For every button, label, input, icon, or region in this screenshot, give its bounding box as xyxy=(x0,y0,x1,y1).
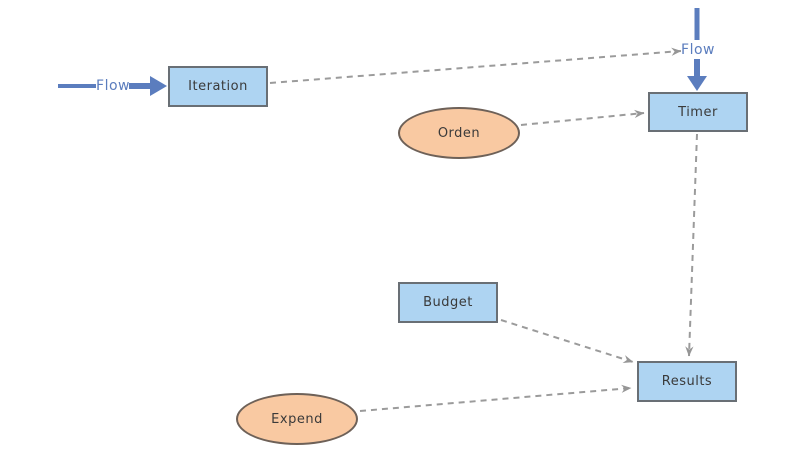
connector-timer-to-results[interactable] xyxy=(685,133,698,357)
node-budget[interactable]: Budget xyxy=(398,282,498,323)
node-timer-label: Timer xyxy=(678,104,718,120)
node-iteration[interactable]: Iteration xyxy=(168,66,268,107)
connector-expend-to-results[interactable] xyxy=(359,384,632,412)
node-expend[interactable]: Expend xyxy=(236,393,358,445)
flow-arrowhead-top xyxy=(687,76,707,91)
connector-orden-to-timer[interactable] xyxy=(520,109,645,126)
node-timer[interactable]: Timer xyxy=(648,92,748,132)
connector-iteration-to-flow[interactable] xyxy=(269,47,682,84)
node-orden[interactable]: Orden xyxy=(398,107,520,159)
flow-arrow-top xyxy=(687,8,707,91)
node-expend-label: Expend xyxy=(271,411,323,427)
node-orden-label: Orden xyxy=(437,125,481,141)
node-iteration-label: Iteration xyxy=(188,79,248,94)
connector-budget-to-results[interactable] xyxy=(500,319,634,364)
flow-arrow-left xyxy=(58,76,167,96)
node-results-label: Results xyxy=(661,374,713,389)
flow-arrowhead-left xyxy=(150,76,167,96)
node-results[interactable]: Results xyxy=(637,361,737,402)
flow-label-top: Flow xyxy=(681,42,715,58)
flow-label-left: Flow xyxy=(96,78,130,94)
node-budget-label: Budget xyxy=(423,295,473,310)
